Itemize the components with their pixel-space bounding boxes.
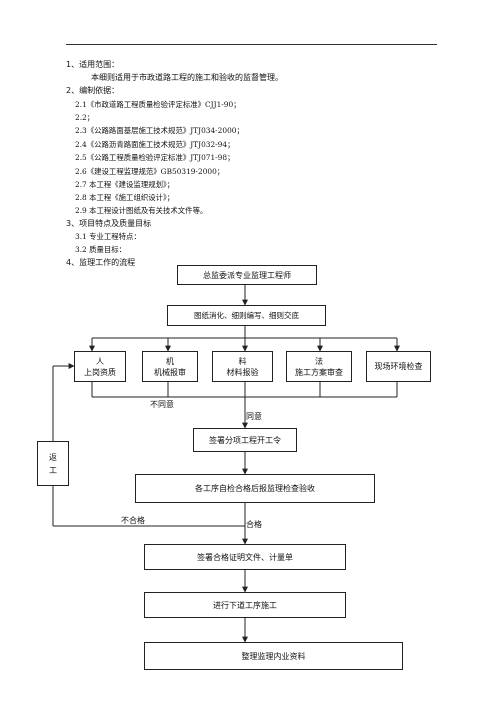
basis-item: 2.6《建设工程监理规范》GB50319-2000； xyxy=(75,167,225,176)
material-box: 料 材料报验 xyxy=(212,351,273,382)
rework-char-1: 返 xyxy=(49,452,57,462)
basis-item: 2.8 本工程《施工组织设计》； xyxy=(75,193,175,202)
method-title: 法 xyxy=(315,356,323,366)
basis-item: 2.9 本工程设计图纸及有关技术文件等。 xyxy=(75,206,208,215)
basis-item: 2.4《公路沥青路面施工技术规范》JTJ032-94； xyxy=(75,140,235,149)
sign-certificate-label: 签署合格证明文件、计量单 xyxy=(197,552,293,562)
basis-item: 2.3《公路路面基层施工技术规范》JTJ034-2000； xyxy=(75,126,244,135)
machinery-title: 机 xyxy=(166,356,174,366)
next-process-box: 进行下道工序施工 xyxy=(144,592,346,618)
unqualified-label: 不合格 xyxy=(121,516,145,525)
header-rule xyxy=(66,44,437,45)
feature-item: 3.1 专业工程特点： xyxy=(75,232,141,241)
environment-label: 现场环境检查 xyxy=(374,362,423,371)
agree-label: 同意 xyxy=(246,412,262,421)
personnel-title: 人 xyxy=(96,356,104,366)
qualified-label: 合格 xyxy=(246,520,262,529)
section-4-heading: 4、监理工作的流程 xyxy=(66,258,136,267)
machinery-sub: 机械报审 xyxy=(154,367,186,377)
appoint-engineer-box: 总监委派专业监理工程师 xyxy=(177,265,317,285)
archive-records-label: 整理监理内业资料 xyxy=(241,651,306,661)
material-title: 料 xyxy=(238,356,247,366)
next-process-label: 进行下道工序施工 xyxy=(213,600,277,610)
method-box: 法 施工方案审查 xyxy=(286,351,352,382)
material-sub: 材料报验 xyxy=(226,367,259,377)
environment-box: 现场环境检查 xyxy=(366,351,431,382)
basis-item: 2.1《市政道路工程质量检验评定标准》CJJ1-90； xyxy=(75,100,241,109)
basis-item: 2.2； xyxy=(75,113,95,122)
personnel-sub: 上岗资质 xyxy=(84,367,116,377)
personnel-box: 人 上岗资质 xyxy=(74,351,126,382)
appoint-engineer-label: 总监委派专业监理工程师 xyxy=(203,270,291,280)
section-1-heading: 1、适用范围： xyxy=(66,60,120,69)
basis-item: 2.7 本工程《建设监理规划》； xyxy=(75,180,175,189)
basis-item: 2.5《公路工程质量检验评定标准》JTJ071-98； xyxy=(75,153,235,162)
drawing-digest-box: 图纸消化、细则编写、细则交底 xyxy=(167,305,326,326)
rework-box: 返 工 xyxy=(37,441,69,486)
section-3-heading: 3、项目特点及质量目标 xyxy=(66,219,152,228)
disagree-label: 不同意 xyxy=(150,400,174,409)
start-order-label: 签署分项工程开工令 xyxy=(209,435,281,445)
rework-char-2: 工 xyxy=(49,465,57,475)
method-sub: 施工方案审查 xyxy=(295,367,343,377)
feature-item: 3.2 质量目标： xyxy=(75,245,127,254)
section-1-text: 本细则适用于市政道路工程的施工和验收的监督管理。 xyxy=(91,73,283,82)
machinery-box: 机 机械报审 xyxy=(142,351,198,382)
sign-certificate-box: 签署合格证明文件、计量单 xyxy=(144,544,346,570)
drawing-digest-label: 图纸消化、细则编写、细则交底 xyxy=(194,311,299,320)
self-check-box: 各工序自检合格后报监理检查验收 xyxy=(135,474,375,503)
archive-records-box: 整理监理内业资料 xyxy=(144,642,403,670)
start-order-box: 签署分项工程开工令 xyxy=(193,428,297,452)
self-check-label: 各工序自检合格后报监理检查验收 xyxy=(195,484,315,493)
section-2-heading: 2、编制依据： xyxy=(66,86,120,95)
